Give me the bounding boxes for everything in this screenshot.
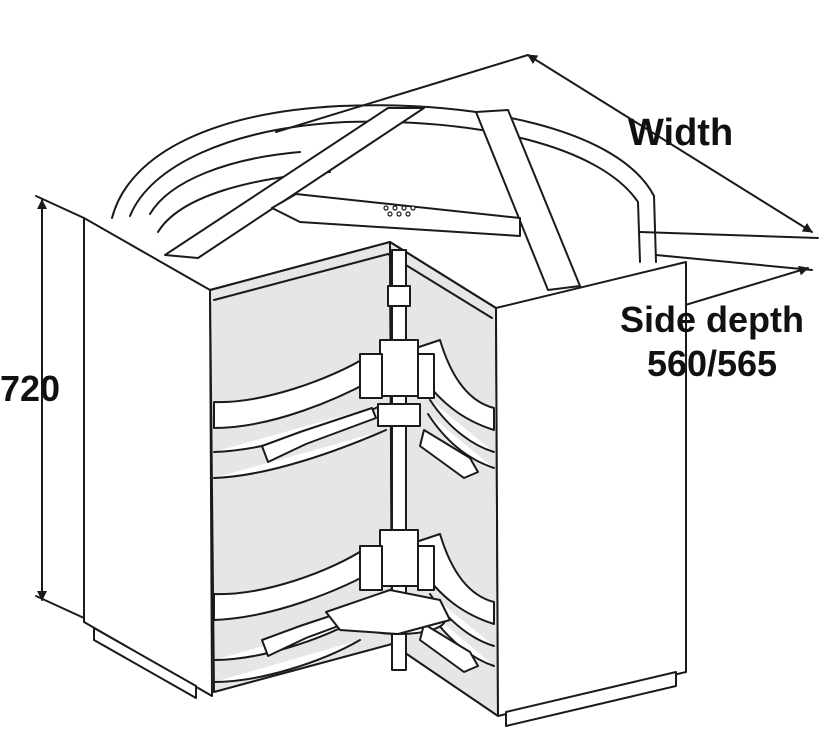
left-side-panel	[83, 217, 213, 697]
top-braces	[164, 107, 581, 291]
right-plinth	[505, 671, 677, 727]
width-label: Width	[628, 112, 734, 154]
right-side-panel	[495, 261, 687, 717]
support-arms	[261, 407, 479, 673]
side-depth-value: 560/565	[646, 343, 778, 384]
height-dimension	[35, 195, 85, 619]
recess-top-edge	[209, 241, 497, 309]
mounting-holes	[383, 205, 416, 217]
side-depth-label: Side depth 560/565	[620, 298, 804, 386]
width-dimension	[275, 54, 819, 239]
height-label: 720	[0, 368, 61, 409]
side-depth-title: Side depth	[620, 299, 805, 340]
left-plinth	[93, 627, 197, 699]
